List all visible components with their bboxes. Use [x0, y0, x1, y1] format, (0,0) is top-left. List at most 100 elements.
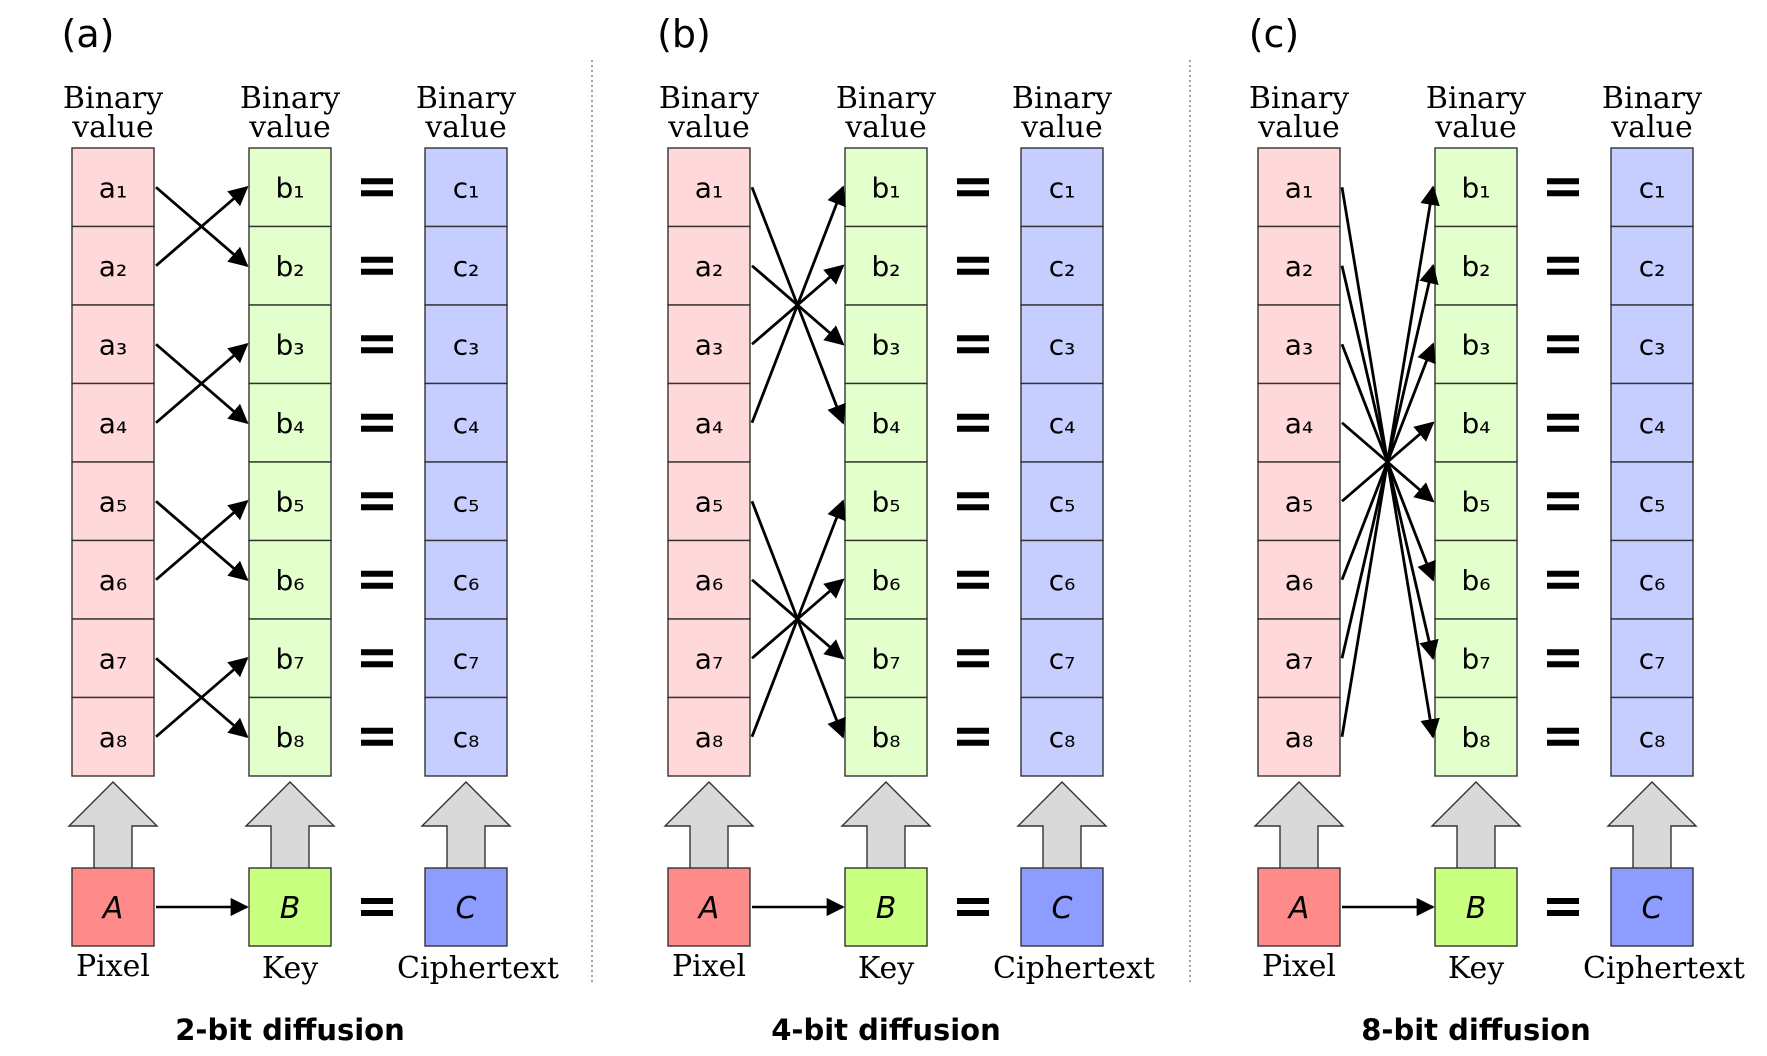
equals-sign — [361, 649, 393, 656]
pixel-bit-label: a₇ — [695, 642, 723, 675]
equals-sign — [1547, 570, 1579, 577]
key-bit-cell — [248, 461, 332, 542]
cipher-bit-label: c₇ — [453, 642, 480, 675]
key-bit-cell — [1434, 696, 1518, 777]
equals-sign — [957, 190, 989, 197]
cipher-bit-label: c₇ — [1049, 642, 1076, 675]
pixel-bit-cell — [667, 461, 751, 542]
key-block — [248, 867, 332, 947]
equals-sign — [957, 178, 989, 185]
cipher-bit-label: c₃ — [1639, 328, 1666, 361]
equals-sign — [361, 256, 393, 263]
key-bit-cell — [844, 225, 928, 306]
pixel-bit-label: a₁ — [695, 171, 723, 204]
up-arrow-icon — [1430, 781, 1522, 873]
diffusion-arrow — [155, 656, 249, 738]
key-block — [1434, 867, 1518, 947]
equals-sign — [1547, 492, 1579, 499]
up-arrow-icon — [244, 781, 336, 873]
pixel-bit-cell — [667, 382, 751, 463]
cipher-bit-label: c₅ — [1639, 485, 1666, 518]
equals-sign — [361, 504, 393, 511]
equals-sign — [361, 898, 393, 904]
key-bit-label: b₁ — [276, 171, 305, 204]
up-arrow-icon — [840, 781, 932, 873]
key-bit-label: b₄ — [276, 407, 305, 440]
equals-sign — [1547, 910, 1579, 916]
diffusion-arrow — [750, 499, 846, 738]
equals-sign — [361, 582, 393, 589]
key-bit-label: b₇ — [1462, 642, 1491, 675]
pixel-bit-cell — [71, 225, 155, 306]
pixel-bit-label: a₇ — [99, 642, 127, 675]
pixel-header: value — [71, 110, 154, 145]
key-block-letter: B — [876, 891, 897, 926]
equals-sign — [1547, 425, 1579, 432]
equals-sign — [361, 727, 393, 734]
cipher-block-letter: C — [1052, 891, 1073, 926]
panel-caption: 4-bit diffusion — [771, 1013, 1000, 1047]
cipher-header: value — [424, 110, 507, 145]
pixel-bit-label: a₈ — [99, 721, 127, 754]
cipher-bit-label: c₁ — [453, 171, 480, 204]
diffusion-arrow — [1340, 185, 1440, 737]
key-bit-cell — [1434, 539, 1518, 620]
key-block-letter: B — [280, 891, 301, 926]
pixel-bit-label: a₈ — [695, 721, 723, 754]
up-arrow-icon — [1253, 781, 1345, 873]
cipher-bit-cell — [424, 382, 508, 463]
key-bit-cell — [1434, 147, 1518, 228]
key-block — [844, 867, 928, 947]
pixel-bit-cell — [1257, 461, 1341, 542]
pixel-bit-label: a₂ — [99, 250, 127, 283]
key-bit-cell — [844, 147, 928, 228]
pixel-block-letter: A — [1287, 891, 1310, 926]
pixel-block — [667, 867, 751, 947]
key-bit-cell — [1434, 461, 1518, 542]
equals-sign — [1547, 898, 1579, 904]
equals-sign — [361, 910, 393, 916]
equals-sign — [361, 178, 393, 185]
equals-sign — [361, 570, 393, 577]
cipher-bit-cell — [1020, 382, 1104, 463]
cipher-bit-cell — [1020, 618, 1104, 699]
cipher-bit-label: c₅ — [453, 485, 480, 518]
panel-label: (a) — [62, 12, 115, 56]
key-bit-label: b₅ — [1462, 485, 1491, 518]
pixel-bit-label: a₆ — [1285, 564, 1313, 597]
pixel-bit-cell — [667, 696, 751, 777]
equals-sign — [957, 898, 989, 904]
equals-sign — [361, 739, 393, 746]
cipher-header: Binary — [416, 81, 516, 116]
equals-sign — [1547, 739, 1579, 746]
key-bit-cell — [844, 618, 928, 699]
equals-sign — [957, 661, 989, 668]
pixel-bit-label: a₁ — [99, 171, 127, 204]
cipher-bit-cell — [1610, 696, 1694, 777]
panel-label: (b) — [657, 12, 711, 56]
pixel-label: Pixel — [76, 949, 150, 984]
key-bit-label: b₈ — [1462, 721, 1491, 754]
key-label: Key — [1448, 951, 1504, 986]
pixel-header: value — [667, 110, 750, 145]
pixel-bit-label: a₆ — [695, 564, 723, 597]
equals-sign — [1547, 504, 1579, 511]
up-arrow-icon — [663, 781, 755, 873]
equals-sign — [1547, 178, 1579, 185]
key-bit-label: b₅ — [276, 485, 305, 518]
equals-sign — [1547, 256, 1579, 263]
cipher-header: value — [1020, 110, 1103, 145]
key-bit-label: b₇ — [872, 642, 901, 675]
cipher-bit-cell — [1610, 382, 1694, 463]
diffusion-arrow — [155, 499, 249, 581]
pixel-block-letter: A — [101, 891, 124, 926]
cipher-bit-label: c₂ — [1639, 250, 1666, 283]
pixel-bit-cell — [1257, 382, 1341, 463]
pixel-header: Binary — [63, 81, 163, 116]
equals-sign — [957, 582, 989, 589]
pixel-bit-label: a₃ — [1285, 328, 1313, 361]
cipher-bit-label: c₅ — [1049, 485, 1076, 518]
key-header: value — [248, 110, 331, 145]
key-bit-label: b₂ — [872, 250, 901, 283]
